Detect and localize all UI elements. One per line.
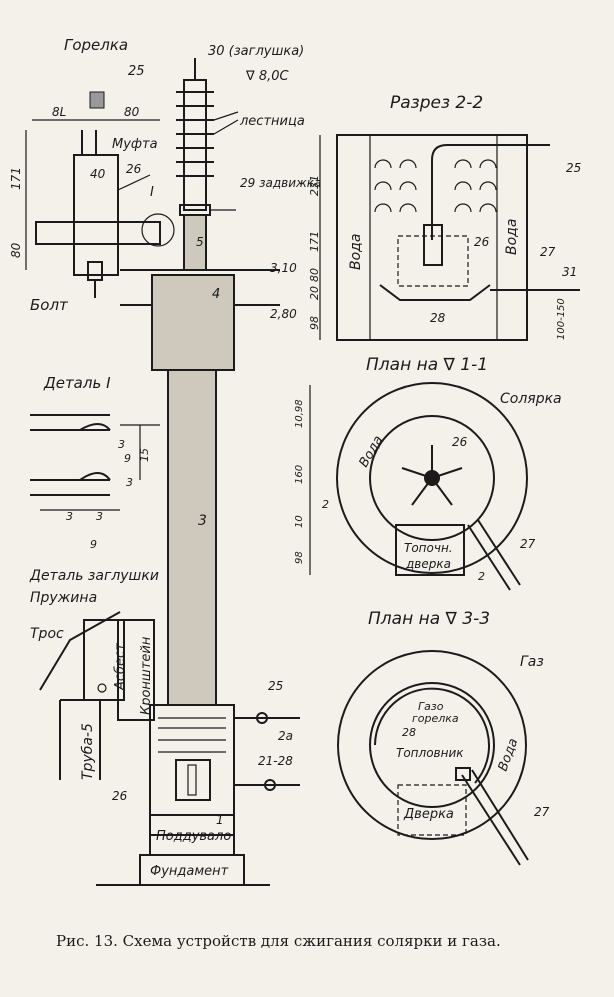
label-5: 5 [196,235,204,249]
label-r31: 31 [562,265,577,279]
label-r28: 28 [430,311,446,325]
label-gaz: Газ [520,654,544,670]
label-p26: 26 [452,435,468,449]
label-40: 40 [90,167,106,181]
label-171: 171 [9,167,23,190]
label-solyarka: Солярка [500,391,562,407]
label-d3a: 3 [118,438,125,451]
section-2-2 [319,134,580,341]
label-26b: 26 [112,789,128,803]
label-voda-left: Вода [348,234,364,270]
label-4: 4 [212,287,220,302]
burner-detail [25,91,175,298]
label-d15: 15 [138,448,151,462]
label-razrez: Разрез 2-2 [390,93,483,113]
label-r171: 171 [308,231,321,252]
label-gorelka: Горелка [64,36,128,54]
label-p28: 28 [402,726,416,739]
label-p2b: 2 [478,570,485,583]
label-p27: 27 [520,537,536,551]
plan-1-1 [309,382,528,591]
label-zadvizhka: 29 задвижка [240,176,321,190]
label-80-side: 80 [9,242,23,258]
label-truba5: Труба-5 [80,723,96,780]
label-p10: 10 [294,515,305,528]
figure-caption: Рис. 13. Схема устройств для сжигания со… [56,932,501,950]
label-lestnica: лестница [239,114,305,129]
label-voda-gaz: Вода [496,736,522,773]
plan-3-3 [337,650,529,866]
stack-pipe [183,79,207,211]
label-roman-1: I [150,185,154,200]
label-2a: 2а [278,729,293,743]
label-1: 1 [216,813,224,827]
label-asbest: Асбест [113,643,128,691]
label-d9a: 9 [124,452,131,465]
label-level-310: 3,10 [270,261,297,275]
plug-detail [39,611,155,780]
label-voda-plan: Вода [356,433,386,470]
label-p1098: 10,98 [294,399,305,428]
label-25-top: 25 [128,64,145,79]
label-level-8: ∇ 8,0С [245,69,290,84]
label-toplovnik: Топловник [396,746,464,760]
label-p2: 2 [322,498,329,511]
label-topochn: Топочн. [404,541,453,555]
label-p160: 160 [294,465,305,484]
firebox [149,704,235,836]
column-3 [167,369,217,706]
firebox-tubes [158,717,226,753]
detail-1 [30,414,160,511]
label-8: 8L [52,105,66,119]
label-mufta: Муфта [112,137,158,152]
label-fundament: Фундамент [150,864,229,879]
label-bolt: Болт [30,296,69,314]
label-r27: 27 [540,245,556,259]
label-kronshtein: Кронштейн [139,636,154,715]
label-pruzhina: Пружина [30,590,97,606]
label-r231: 231 [308,175,321,196]
label-r25: 25 [566,161,581,175]
label-detal-zaglushki: Деталь заглушки [29,568,159,584]
label-80-top: 80 [124,105,140,119]
chamber-4 [151,274,235,371]
burner-26 [175,759,211,801]
label-gazgorelka2: горелка [412,712,459,725]
label-p27b: 27 [534,805,550,819]
label-21-28: 21-28 [258,754,293,768]
label-dverka1: дверка [405,557,451,571]
label-d3c: 3 [66,510,73,523]
label-d3b: 3 [126,476,133,489]
label-dverka2: Дверка [403,807,454,822]
ladder [176,91,239,177]
label-level-280: 2,80 [270,307,297,321]
label-plug-30: 30 (заглушка) [208,44,304,59]
label-tros: Трос [30,626,64,642]
label-voda-right: Вода [504,219,520,255]
label-r98: 98 [308,316,321,330]
label-r26: 26 [474,235,490,249]
label-r80: 80 [308,268,321,282]
label-gazgorelka1: Газо [418,700,444,713]
label-r20: 20 [308,286,321,300]
label-26-burner: 26 [126,162,142,176]
label-25b: 25 [268,679,283,693]
label-plan11: План на ∇ 1-1 [366,355,488,375]
label-3: 3 [198,513,207,529]
label-poduvalo: Поддувало [156,829,231,844]
label-plan33: План на ∇ 3-3 [368,609,490,629]
label-d3d: 3 [96,510,103,523]
label-detal-1: Деталь I [43,374,111,392]
label-r100: 100-150 [556,298,567,340]
label-p98: 98 [294,551,305,564]
label-d9b: 9 [90,538,97,551]
